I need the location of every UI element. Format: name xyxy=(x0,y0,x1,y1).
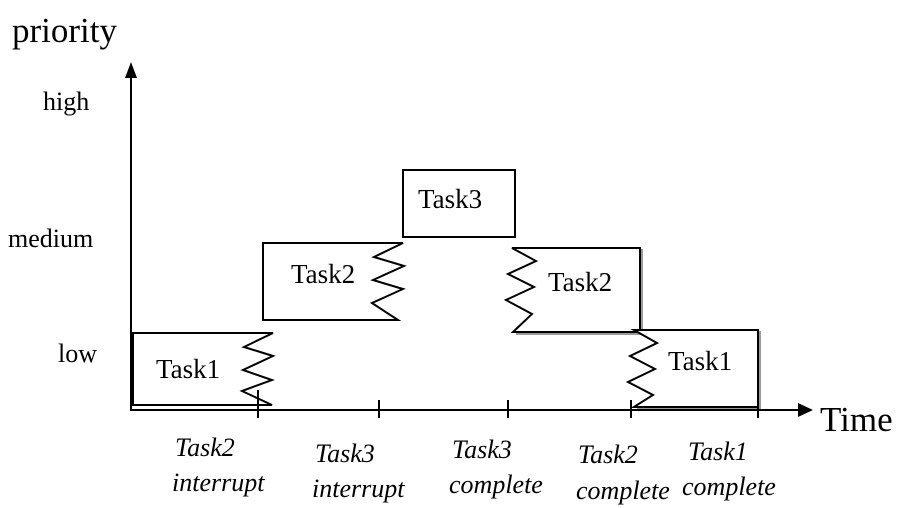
task2-resumed-label: Task2 xyxy=(548,267,612,297)
y-axis-title: priority xyxy=(12,11,117,50)
event-task2-complete-line1: Task2 xyxy=(578,440,638,469)
event-task3-interrupt-line1: Task3 xyxy=(315,439,375,468)
task1-first-box xyxy=(132,332,276,406)
event-task1-complete-line2: complete xyxy=(682,472,776,501)
event-label-task2-complete: Task2 complete xyxy=(576,440,670,505)
task2-first-box xyxy=(262,242,407,321)
event-label-task3-interrupt: Task3 interrupt xyxy=(312,439,405,503)
event-label-task3-complete: Task3 complete xyxy=(449,435,543,499)
task1-resumed-label: Task1 xyxy=(668,346,732,376)
task3-label: Task3 xyxy=(418,184,482,214)
event-task2-complete-line2: complete xyxy=(576,476,670,505)
event-label-task2-interrupt: Task2 interrupt xyxy=(172,433,265,497)
level-label-medium: medium xyxy=(8,224,93,253)
event-task3-complete-line2: complete xyxy=(449,470,543,499)
event-task1-complete-backing xyxy=(678,468,796,502)
event-task3-interrupt-line2: interrupt xyxy=(312,474,405,503)
x-axis-title: Time xyxy=(820,400,893,439)
task3-box xyxy=(402,169,516,238)
task2-first-label: Task2 xyxy=(291,259,355,289)
event-label-task1-complete: Task1 complete xyxy=(678,437,796,502)
y-axis-arrowhead-icon xyxy=(125,62,137,78)
task1-first-label: Task1 xyxy=(156,354,220,384)
task1-resumed-box xyxy=(625,329,759,408)
level-label-low: low xyxy=(58,339,97,368)
event-task2-interrupt-line2: interrupt xyxy=(172,468,265,497)
event-task1-complete-line1: Task1 xyxy=(688,437,748,466)
level-label-high: high xyxy=(43,87,89,116)
x-axis-arrowhead-icon xyxy=(798,403,813,417)
event-task3-complete-line1: Task3 xyxy=(452,435,512,464)
task2-resumed-box xyxy=(503,247,641,333)
event-task2-interrupt-line1: Task2 xyxy=(175,433,235,462)
